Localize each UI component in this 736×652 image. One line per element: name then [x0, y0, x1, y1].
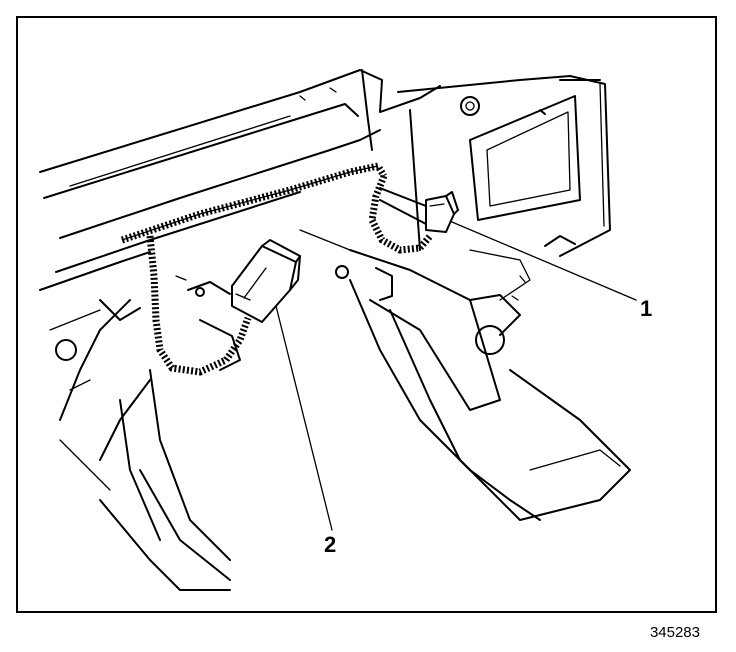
wiring-harness	[120, 162, 433, 376]
callout-1: 1	[640, 296, 653, 321]
right-bracket	[397, 75, 611, 355]
inflatable-restraint-module	[175, 239, 301, 371]
leader-lines	[275, 221, 637, 531]
left-pillar	[55, 299, 231, 591]
floor-tunnel	[299, 229, 631, 521]
figure-number: 345283	[649, 624, 700, 641]
callout-2: 2	[324, 532, 337, 557]
illustration-frame	[16, 16, 717, 613]
dash-panel	[39, 69, 441, 331]
harness-connector	[379, 187, 459, 233]
